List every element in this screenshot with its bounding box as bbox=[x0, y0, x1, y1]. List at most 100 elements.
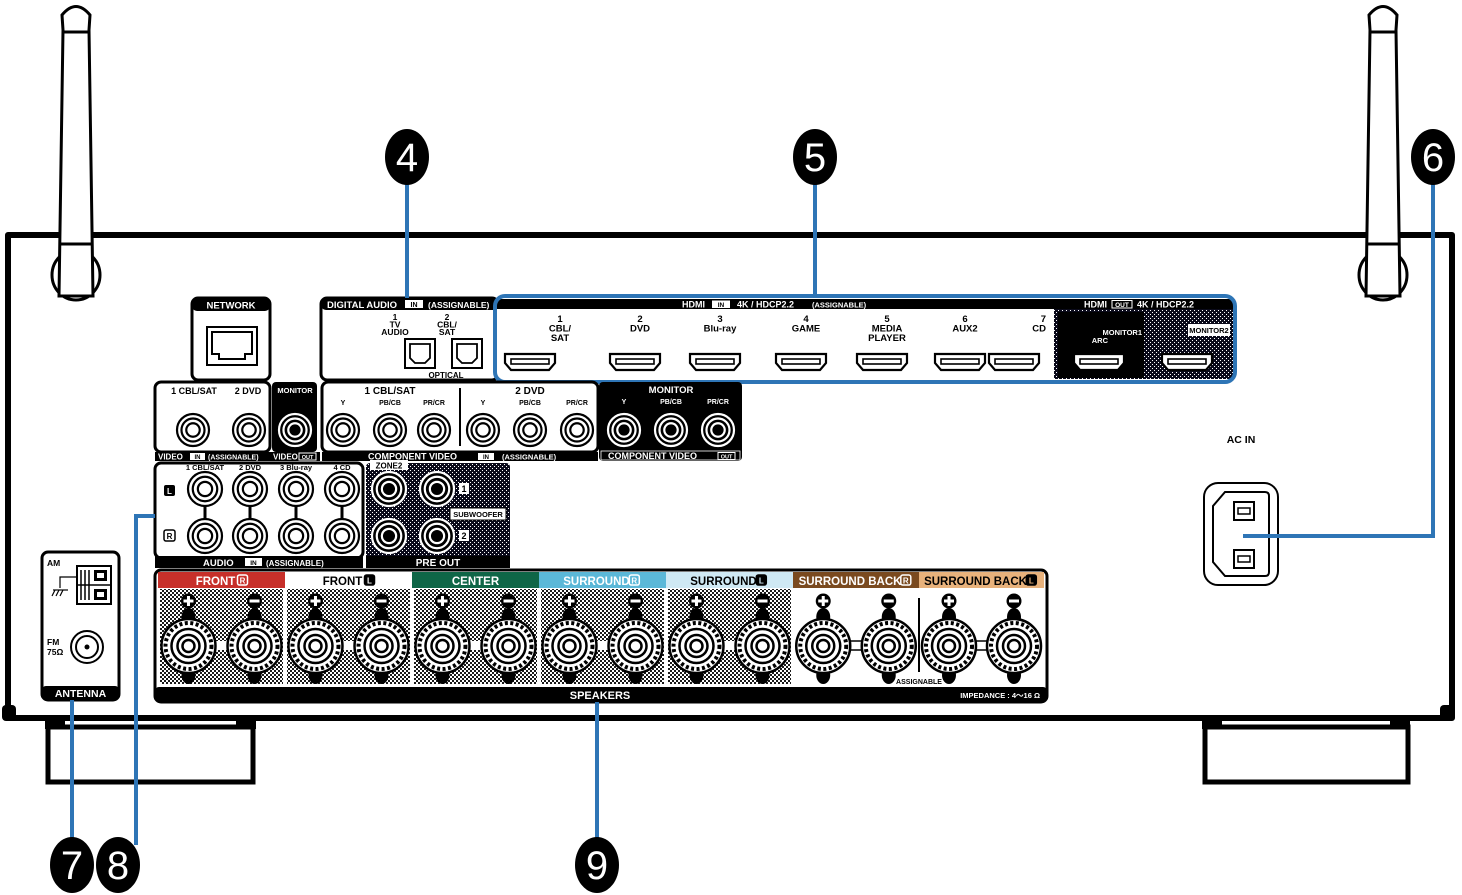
hdmi-in-2-port[interactable] bbox=[608, 352, 662, 372]
channel-side-letter: L bbox=[1029, 577, 1034, 586]
video-out-badge: OUT bbox=[302, 455, 314, 461]
component-out-pb-cb-jack[interactable] bbox=[653, 412, 689, 448]
hdmi-in-4-label: GAME bbox=[792, 324, 821, 335]
component-in-group-1-title: 1 CBL/SAT bbox=[365, 386, 416, 397]
component-in-2-pr-cr-jack[interactable] bbox=[559, 412, 595, 448]
speaker-terminal-negative[interactable] bbox=[480, 593, 537, 685]
component-in-assignable: (ASSIGNABLE) bbox=[502, 453, 557, 462]
audio-in-4-left-jack[interactable] bbox=[323, 470, 361, 508]
component-in-2-y-label: Y bbox=[481, 400, 486, 407]
audio-in-3-left-jack[interactable] bbox=[277, 470, 315, 508]
component-in-1-y-jack[interactable] bbox=[325, 412, 361, 448]
speaker-channel-label: SURROUND bbox=[563, 576, 629, 588]
component-in-1-pr-cr-jack[interactable] bbox=[416, 412, 452, 448]
audio-in-2-left-jack[interactable] bbox=[231, 470, 269, 508]
audio-in-1-left-jack[interactable] bbox=[186, 470, 224, 508]
zone2-left-jack[interactable] bbox=[370, 470, 408, 508]
optical-input-1[interactable] bbox=[404, 338, 436, 369]
hdmi-in-7-port[interactable] bbox=[987, 352, 1041, 372]
hdmi-in-6-port[interactable] bbox=[933, 352, 987, 372]
component-out-pb-cb-label: PB/CB bbox=[660, 399, 682, 406]
channel-side-letter: R bbox=[903, 577, 909, 586]
subwoofer-1-jack[interactable] bbox=[418, 470, 456, 508]
callout-6: 6 bbox=[1411, 129, 1455, 185]
optical-input-2-label: 2 bbox=[445, 312, 450, 322]
ac-inlet[interactable] bbox=[1203, 482, 1279, 586]
hdmi-out-spec: 4K / HDCP2.2 bbox=[1137, 300, 1194, 310]
optical-input-2[interactable] bbox=[451, 338, 483, 369]
zone2-right-jack[interactable] bbox=[370, 517, 408, 555]
hdmi-in-4-port[interactable] bbox=[774, 352, 828, 372]
audio-in-1-right-jack[interactable] bbox=[186, 517, 224, 555]
speaker-channel-label: CENTER bbox=[452, 576, 500, 588]
callout-8: 8 bbox=[96, 837, 140, 893]
speaker-channel-label: FRONT bbox=[196, 576, 236, 588]
component-in-1-pb-cb-label: PB/CB bbox=[379, 400, 401, 407]
video-in-badge: IN bbox=[195, 455, 201, 461]
hdmi-in-5-port[interactable] bbox=[855, 352, 909, 372]
am-antenna-terminal[interactable] bbox=[76, 565, 112, 605]
callout-number: 4 bbox=[396, 136, 418, 180]
hdmi-in-2-label: DVD bbox=[630, 324, 650, 335]
component-video-in-panel: 1 CBL/SAT 2 DVD COMPONENT VIDEO IN (ASSI… bbox=[320, 380, 600, 462]
antenna-footer: ANTENNA bbox=[55, 688, 107, 700]
audio-in-4-right-jack[interactable] bbox=[323, 517, 361, 555]
wireless-antenna-right bbox=[1357, 5, 1409, 302]
speaker-terminal-positive[interactable] bbox=[287, 593, 344, 685]
video-out-monitor-jack[interactable] bbox=[277, 412, 313, 448]
hdmi-callout-frame bbox=[493, 294, 1237, 384]
speaker-terminal-negative[interactable] bbox=[226, 593, 283, 685]
speaker-terminal-negative[interactable] bbox=[607, 593, 664, 685]
speaker-terminal-negative[interactable] bbox=[734, 593, 791, 685]
component-out-title: MONITOR bbox=[649, 385, 694, 396]
speaker-terminal-negative[interactable] bbox=[985, 593, 1043, 685]
hdmi-in-3-port[interactable] bbox=[688, 352, 742, 372]
ac-in-panel: AC IN bbox=[1203, 434, 1279, 586]
network-title: NETWORK bbox=[206, 301, 255, 312]
video-panel: 1 CBL/SAT 2 DVD MONITOR VIDEO IN (ASSIGN… bbox=[153, 380, 320, 462]
hdmi-out-monitor2-port[interactable] bbox=[1160, 352, 1214, 372]
audio-in-badge: IN bbox=[250, 560, 257, 567]
hdmi-in-title: HDMI bbox=[682, 300, 705, 310]
pre-out-panel: ZONE2 SUBWOOFER 1 2 PRE OUT bbox=[366, 460, 510, 569]
component-in-1-pr-cr-label: PR/CR bbox=[423, 400, 445, 407]
component-in-1-pb-cb-jack[interactable] bbox=[372, 412, 408, 448]
speaker-terminal-positive[interactable] bbox=[668, 593, 725, 685]
fm-antenna-jack[interactable] bbox=[70, 630, 104, 664]
video-in-2-jack[interactable] bbox=[231, 412, 267, 448]
video-in-1-jack[interactable] bbox=[175, 412, 211, 448]
zone2-label: ZONE2 bbox=[376, 462, 403, 471]
optical-input-2-label: SAT bbox=[439, 327, 456, 337]
speaker-terminal-positive[interactable] bbox=[541, 593, 598, 685]
hdmi-out-monitor1-port[interactable] bbox=[1072, 352, 1126, 372]
component-in-2-y-jack[interactable] bbox=[465, 412, 501, 448]
hdmi-in-3-label: Blu-ray bbox=[704, 324, 737, 335]
impedance-label: IMPEDANCE : 4〜16 Ω bbox=[960, 691, 1040, 700]
component-in-2-pb-cb-jack[interactable] bbox=[512, 412, 548, 448]
pre-out-footer: PRE OUT bbox=[416, 558, 460, 569]
ethernet-port[interactable] bbox=[206, 326, 258, 366]
hdmi-in-3-label: 3 bbox=[717, 314, 722, 325]
hdmi-in-1-port[interactable] bbox=[503, 352, 557, 372]
subwoofer-1-label: 1 bbox=[461, 484, 466, 494]
subwoofer-2-jack[interactable] bbox=[418, 517, 456, 555]
speaker-terminal-negative[interactable] bbox=[860, 593, 918, 685]
component-out-y-label: Y bbox=[622, 399, 627, 406]
audio-in-2-right-jack[interactable] bbox=[231, 517, 269, 555]
video-out-monitor-label: MONITOR bbox=[277, 386, 313, 395]
speaker-terminal-positive[interactable] bbox=[920, 593, 978, 685]
speaker-terminal-negative[interactable] bbox=[353, 593, 410, 685]
component-out-pr-cr-jack[interactable] bbox=[700, 412, 736, 448]
speaker-channel-surround-r: SURROUND R bbox=[539, 572, 666, 684]
subwoofer-2-label: 2 bbox=[461, 531, 466, 541]
optical-label: OPTICAL bbox=[428, 371, 463, 380]
callout-number: 9 bbox=[586, 844, 608, 888]
speaker-terminal-positive[interactable] bbox=[414, 593, 471, 685]
audio-in-3-right-jack[interactable] bbox=[277, 517, 315, 555]
component-out-y-jack[interactable] bbox=[606, 412, 642, 448]
speaker-terminal-positive[interactable] bbox=[160, 593, 217, 685]
speaker-terminal-positive[interactable] bbox=[794, 593, 852, 685]
